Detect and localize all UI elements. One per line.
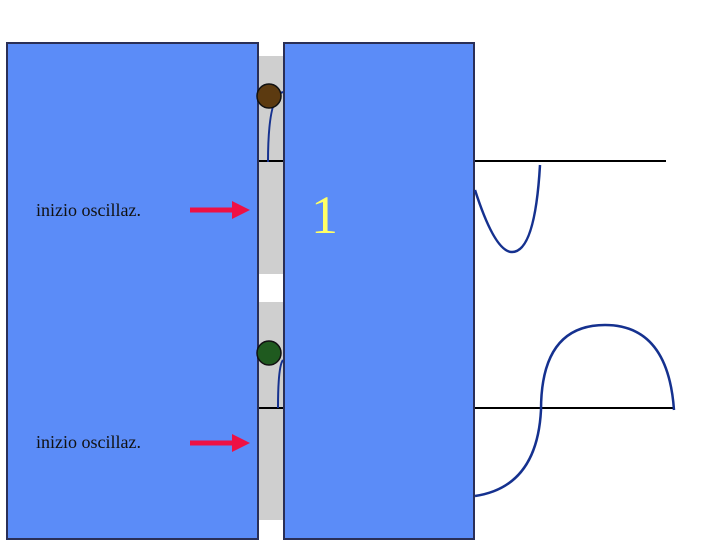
bottom-wave-visible (474, 323, 676, 498)
ball-bottom (256, 340, 282, 366)
left-panel (6, 42, 259, 540)
top-wave-visible (473, 164, 542, 254)
arrow-top (190, 201, 250, 219)
bottom-rail (259, 302, 283, 520)
bottom-wave-stub (277, 359, 284, 409)
ball-top (256, 83, 282, 109)
step-number: 1 (311, 185, 338, 245)
label-start-oscillation-top: inizio oscillaz. (36, 200, 141, 220)
right-panel (283, 42, 475, 540)
arrow-bottom (190, 434, 250, 452)
label-start-oscillation-bottom: inizio oscillaz. (36, 432, 141, 452)
